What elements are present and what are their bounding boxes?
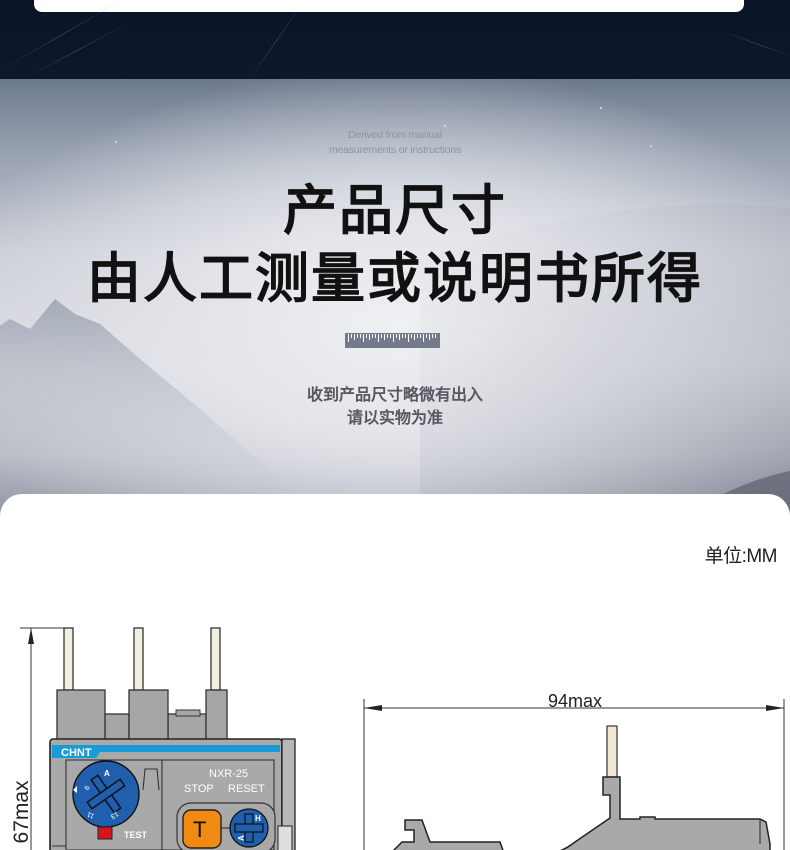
ruler-tick bbox=[396, 334, 397, 338]
ruler-tick bbox=[351, 334, 352, 338]
svg-text:H: H bbox=[255, 814, 261, 823]
stop-t-button bbox=[182, 809, 222, 849]
star-dot bbox=[115, 141, 117, 143]
hero-note: 收到产品尺寸略微有出入 请以实物为准 bbox=[0, 383, 790, 429]
ruler-tick bbox=[432, 334, 433, 338]
ruler-tick bbox=[354, 334, 355, 340]
ruler-tick bbox=[426, 334, 427, 338]
ruler-tick bbox=[390, 334, 391, 338]
ruler-tick bbox=[435, 334, 436, 338]
svg-text:11: 11 bbox=[86, 810, 95, 819]
svg-text:STOP: STOP bbox=[184, 783, 214, 795]
ruler-tick bbox=[408, 334, 409, 342]
brand-logo: CHNT bbox=[61, 747, 92, 759]
front-view-drawing: CHNT A 9 11 13 TEST NXR-25 STOP RESET T bbox=[20, 627, 296, 850]
ruler-tick bbox=[381, 334, 382, 338]
top-dark-band bbox=[0, 0, 790, 79]
width-dimension-label: 94max bbox=[547, 691, 603, 711]
svg-text:13: 13 bbox=[109, 810, 119, 820]
ruler-tick bbox=[420, 334, 421, 338]
title-line-2: 由人工测量或说明书所得 bbox=[87, 247, 703, 310]
height-dimension-label: 67max bbox=[10, 780, 33, 844]
ruler-tick bbox=[414, 334, 415, 340]
ruler-tick bbox=[405, 334, 406, 338]
ruler-tick bbox=[423, 334, 424, 342]
svg-text:A: A bbox=[237, 835, 246, 841]
side-view-drawing bbox=[363, 699, 785, 850]
star-dot bbox=[650, 145, 652, 147]
ruler-icon bbox=[345, 333, 440, 348]
light-streak bbox=[249, 4, 303, 79]
arrow-right-icon bbox=[766, 705, 784, 711]
star-dot bbox=[444, 125, 446, 127]
arrow-up-icon bbox=[28, 628, 34, 644]
ruler-tick bbox=[363, 334, 364, 342]
star-dot bbox=[600, 107, 602, 109]
ruler-tick bbox=[357, 334, 358, 338]
svg-text:T: T bbox=[193, 817, 206, 842]
ruler-tick bbox=[393, 334, 394, 342]
svg-text:RESET: RESET bbox=[228, 783, 265, 795]
ruler-tick bbox=[387, 334, 388, 338]
ruler-tick bbox=[429, 334, 430, 340]
ruler-tick bbox=[378, 334, 379, 342]
note-line-1: 收到产品尺寸略微有出入 bbox=[306, 385, 483, 404]
ruler-tick bbox=[384, 334, 385, 340]
ruler-tick bbox=[366, 334, 367, 338]
ruler-tick bbox=[417, 334, 418, 338]
ruler-tick bbox=[348, 334, 349, 342]
hero-subtitle-english: Derived from manual measurements or inst… bbox=[0, 128, 790, 158]
mountain-silhouette-left bbox=[0, 299, 280, 519]
dimension-diagram-card: 单位:MM CHNT A 9 bbox=[0, 494, 790, 850]
light-streak bbox=[29, 23, 128, 76]
top-white-card bbox=[34, 0, 744, 12]
unit-label: 单位:MM bbox=[704, 546, 778, 567]
ruler-tick bbox=[411, 334, 412, 338]
svg-text:TEST: TEST bbox=[124, 830, 148, 840]
title-line-1: 产品尺寸 bbox=[283, 179, 507, 242]
hero-banner: Derived from manual measurements or inst… bbox=[0, 79, 790, 519]
subtitle-line-1: Derived from manual bbox=[348, 129, 442, 141]
arrow-left-icon bbox=[364, 705, 382, 711]
ruler-tick bbox=[369, 334, 370, 340]
subtitle-line-2: measurements or instructions bbox=[328, 144, 462, 156]
ruler-tick bbox=[399, 334, 400, 340]
note-line-2: 请以实物为准 bbox=[346, 408, 443, 427]
ruler-tick bbox=[372, 334, 373, 338]
light-streak bbox=[719, 30, 790, 59]
ruler-tick bbox=[375, 334, 376, 338]
svg-text:NXR-25: NXR-25 bbox=[209, 768, 248, 780]
svg-text:9: 9 bbox=[82, 784, 90, 791]
ruler-tick bbox=[402, 334, 403, 338]
svg-text:A: A bbox=[104, 769, 110, 778]
hero-title: 产品尺寸 由人工测量或说明书所得 bbox=[0, 177, 790, 313]
ruler-tick bbox=[360, 334, 361, 338]
test-button bbox=[97, 826, 113, 840]
